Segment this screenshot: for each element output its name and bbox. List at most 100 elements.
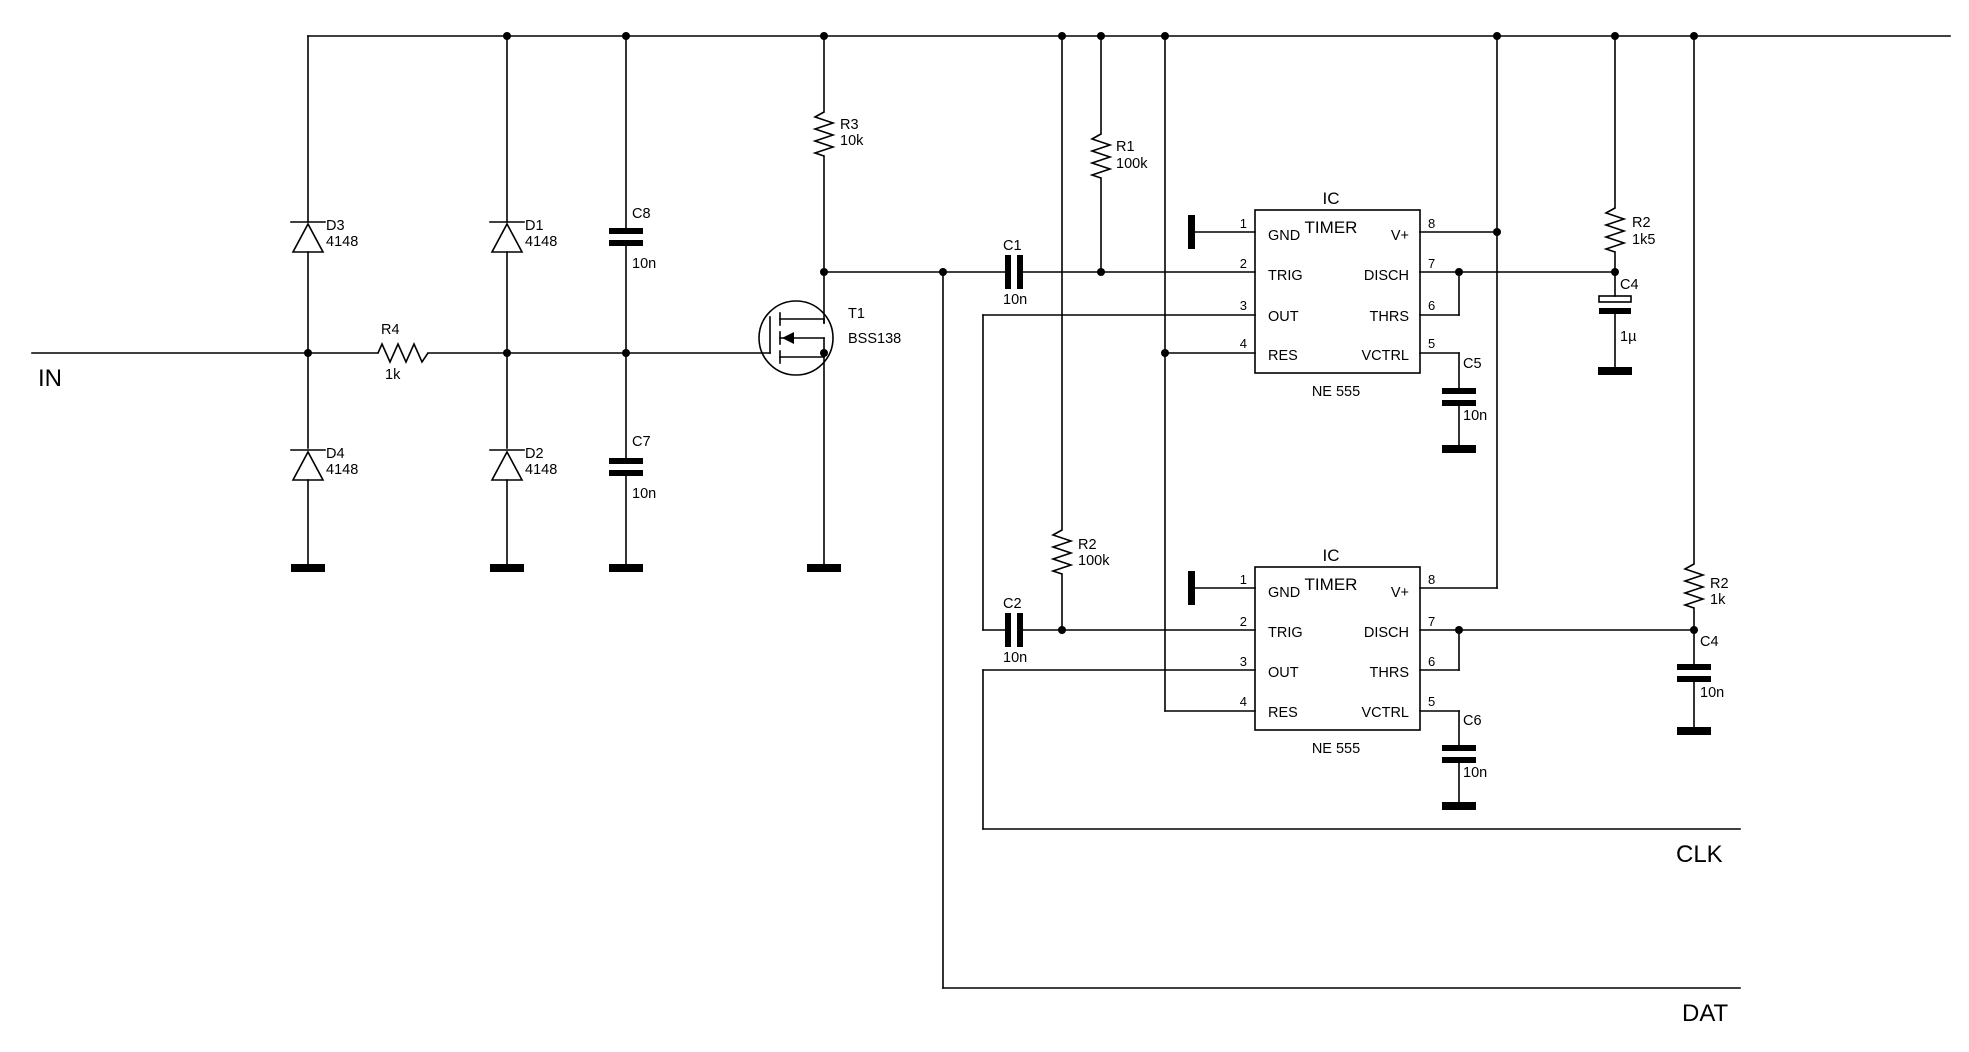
component-value: 1k5	[1632, 232, 1655, 248]
component-value: 4148	[525, 234, 557, 250]
component-ref: C7	[632, 434, 651, 450]
ground-icon	[609, 564, 643, 572]
capacitor-icon	[609, 228, 643, 234]
net-label-clk: CLK	[1676, 841, 1723, 868]
component-value: 100k	[1078, 553, 1110, 569]
pin-number: 4	[1240, 336, 1247, 351]
capacitor-C4-10n: C4 10n	[1677, 634, 1724, 701]
ic-name: TIMER	[1305, 575, 1358, 594]
net-label-in: IN	[38, 365, 62, 392]
pin-name: V+	[1391, 585, 1409, 601]
junctions	[304, 32, 1698, 634]
component-value: 4148	[326, 462, 358, 478]
resistor-icon	[377, 342, 429, 364]
pin-name: V+	[1391, 228, 1409, 244]
ground-icon	[1598, 367, 1632, 375]
capacitor-icon	[1677, 664, 1711, 670]
component-value: 1k	[1710, 592, 1726, 608]
capacitor-C1: C1 10n	[1003, 238, 1027, 308]
diode-icon	[490, 450, 524, 481]
ground-icon	[1442, 445, 1476, 453]
component-ref: D2	[525, 446, 544, 462]
pin-number: 8	[1428, 216, 1435, 231]
ic-ref: IC	[1323, 546, 1340, 565]
ic-name: TIMER	[1305, 218, 1358, 237]
timer-ic-1: IC TIMER NE 555 1 GND 2 TRIG 3 OUT 4 RES…	[1240, 189, 1435, 400]
component-ref: R3	[840, 117, 859, 133]
pin-number: 5	[1428, 694, 1435, 709]
pin-number: 3	[1240, 654, 1247, 669]
component-value: 10n	[1463, 765, 1487, 781]
component-value: 4148	[525, 462, 557, 478]
resistor-R2-100k: R2 100k	[1050, 529, 1110, 575]
component-ref: C1	[1003, 238, 1022, 254]
ic-part: NE 555	[1312, 741, 1360, 757]
pin-name: RES	[1268, 705, 1298, 721]
capacitor-icon	[1442, 388, 1476, 394]
pin-name: GND	[1268, 228, 1300, 244]
ground-icon	[807, 564, 841, 572]
ground-icon	[1677, 727, 1711, 735]
component-value: 1µ	[1620, 329, 1637, 345]
pin-number: 2	[1240, 614, 1247, 629]
resistor-icon	[812, 111, 836, 157]
pin-name: THRS	[1370, 665, 1409, 681]
ground-icon	[291, 564, 325, 572]
ground-icon	[1442, 802, 1476, 810]
capacitor-C6: C6 10n	[1442, 713, 1487, 781]
pin-number: 6	[1428, 298, 1435, 313]
diode-icon	[291, 450, 325, 481]
resistor-R2-1k: R2 1k	[1682, 563, 1729, 609]
diode-icon	[490, 222, 524, 253]
resistor-R1: R1 100k	[1089, 133, 1148, 179]
component-value: 10n	[632, 486, 656, 502]
pin-name: VCTRL	[1361, 348, 1409, 364]
component-value: 10n	[1700, 685, 1724, 701]
component-ref: C8	[632, 206, 651, 222]
component-ref: C4	[1620, 277, 1639, 293]
component-ref: R4	[381, 322, 400, 338]
pin-number: 1	[1240, 216, 1247, 231]
component-value: 10n	[1003, 650, 1027, 666]
component-value: 10k	[840, 133, 864, 149]
component-value: 10n	[1003, 292, 1027, 308]
component-ref: C2	[1003, 596, 1022, 612]
pin-name: VCTRL	[1361, 705, 1409, 721]
pin-name: THRS	[1370, 309, 1409, 325]
pin-name: TRIG	[1268, 268, 1303, 284]
component-ref: D3	[326, 218, 345, 234]
component-ref: R2	[1710, 576, 1729, 592]
diode-D3: D3 4148	[290, 218, 358, 253]
pin-number: 7	[1428, 256, 1435, 271]
ic-part: NE 555	[1312, 384, 1360, 400]
component-value: 10n	[632, 256, 656, 272]
pin-name: RES	[1268, 348, 1298, 364]
pin-number: 4	[1240, 694, 1247, 709]
resistor-R4: R4 1k	[377, 322, 429, 383]
capacitor-icon	[1442, 745, 1476, 751]
ic-body	[1254, 566, 1421, 731]
component-ref: C6	[1463, 713, 1482, 729]
component-ref: C5	[1463, 356, 1482, 372]
pin-number: 8	[1428, 572, 1435, 587]
diode-D2: D2 4148	[489, 446, 557, 481]
component-value: 100k	[1116, 156, 1148, 172]
component-ref: D4	[326, 446, 345, 462]
component-ref: C4	[1700, 634, 1719, 650]
pin-number: 6	[1428, 654, 1435, 669]
pin-name: GND	[1268, 585, 1300, 601]
component-ref: T1	[848, 306, 865, 322]
pin-name: OUT	[1268, 309, 1299, 325]
pin-name: DISCH	[1364, 625, 1409, 641]
component-ref: D1	[525, 218, 544, 234]
diode-icon	[291, 222, 325, 253]
capacitor-icon	[1005, 255, 1011, 289]
transistor-T1: T1 BSS138	[758, 300, 901, 376]
component-value: 1k	[385, 367, 401, 383]
resistor-R2-1k5: R2 1k5	[1603, 207, 1655, 253]
timer-ic-2: IC TIMER NE 555 1 GND 2 TRIG 3 OUT 4 RES…	[1240, 546, 1435, 757]
ic-body	[1254, 209, 1421, 374]
diode-D4: D4 4148	[290, 446, 358, 481]
ground-icon	[490, 564, 524, 572]
